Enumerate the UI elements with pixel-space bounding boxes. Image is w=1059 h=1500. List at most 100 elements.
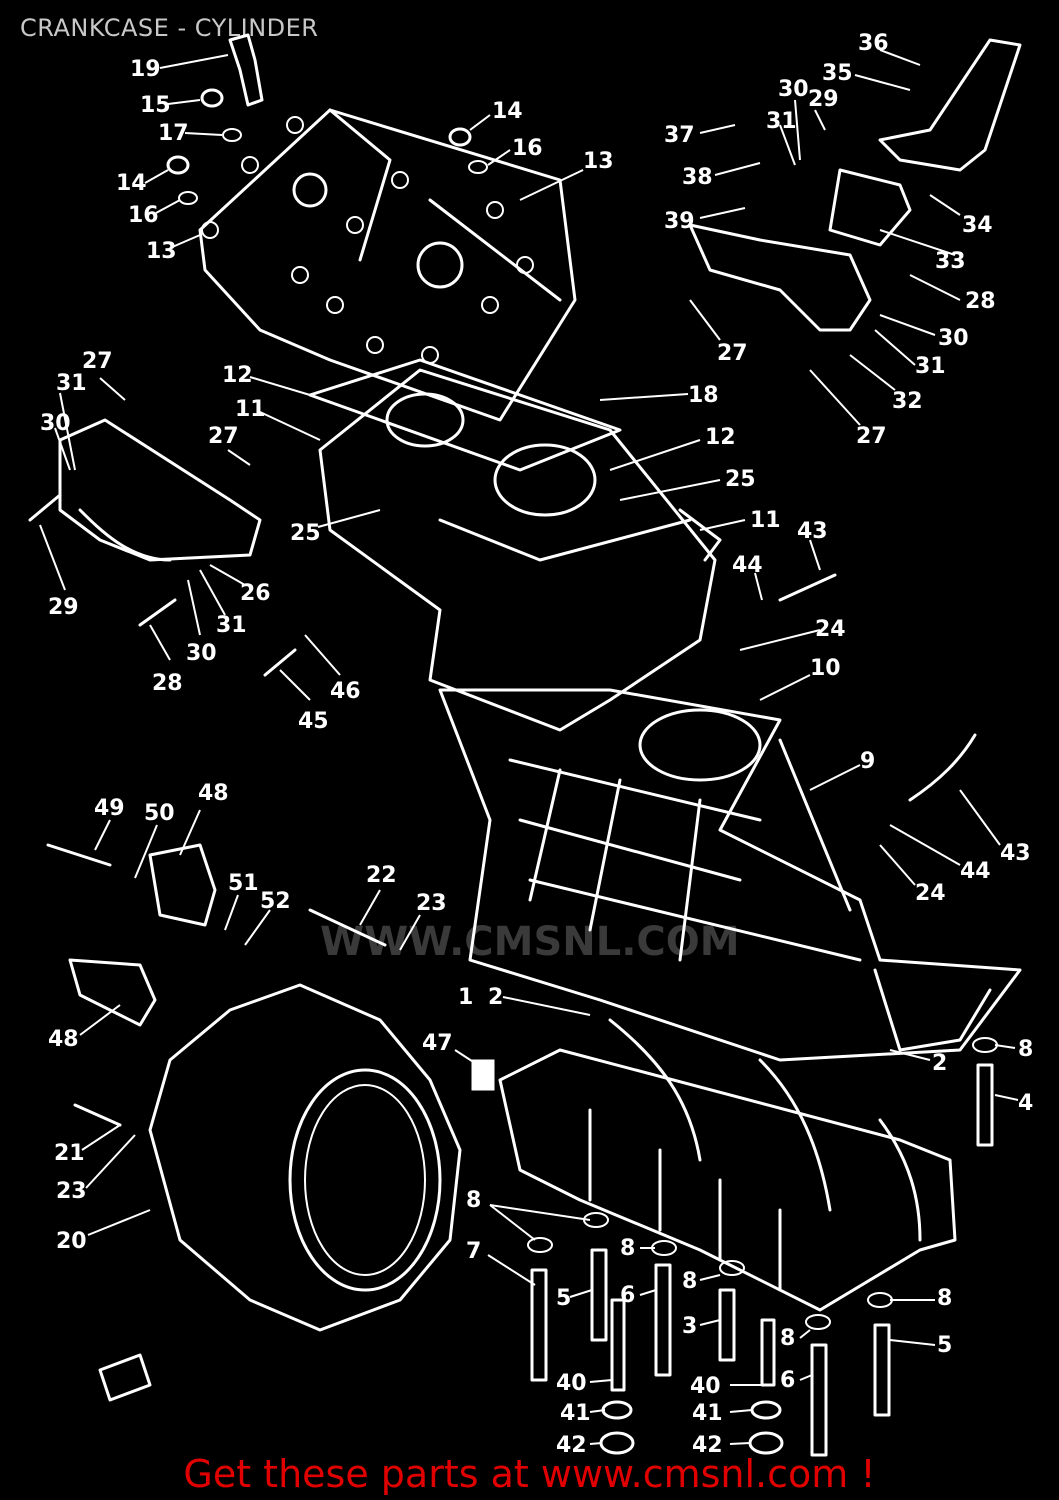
callout-8c: 8 [620,1236,635,1261]
callout-4: 4 [1018,1091,1033,1116]
callout-16: 16 [128,203,159,228]
callout-27b: 27 [208,424,239,449]
callout-14b: 14 [492,99,523,124]
callout-39: 39 [664,209,695,234]
callout-30: 30 [40,411,71,436]
callout-23: 23 [56,1179,87,1204]
callout-25b: 25 [290,521,321,546]
callout-41b: 41 [692,1401,723,1426]
callout-33: 33 [935,249,966,274]
callout-1: 1 [458,985,473,1010]
callout-6b: 6 [780,1368,795,1393]
callout-47: 47 [422,1031,453,1056]
crankcase-bolts [527,1037,998,1457]
hoses [778,573,977,802]
callout-23b: 23 [416,891,447,916]
callout-2: 2 [932,1051,947,1076]
callout-51: 51 [228,871,259,896]
callout-28: 28 [152,671,183,696]
callout-10: 10 [810,656,841,681]
flywheel-housing [148,983,462,1332]
callout-17: 17 [158,121,189,146]
callout-37: 37 [664,123,695,148]
callout-9: 9 [860,749,875,774]
callout-48: 48 [48,1027,79,1052]
callout-32: 32 [892,389,923,414]
callout-24: 24 [815,617,846,642]
callout-5: 5 [556,1286,571,1311]
intake-manifold-right [688,38,1022,332]
callout-27c: 27 [856,424,887,449]
callout-12: 12 [222,363,253,388]
callout-35: 35 [822,61,853,86]
callout-40: 40 [556,1371,587,1396]
callout-31d: 31 [766,109,797,134]
callout-11: 11 [235,397,266,422]
callout-11b: 11 [750,508,781,533]
callout-14: 14 [116,171,147,196]
callout-7: 7 [466,1239,481,1264]
page-title: CRANKCASE - CYLINDER [20,14,319,42]
callout-26: 26 [240,581,271,606]
cylinder-block [318,368,722,732]
callout-25: 25 [725,467,756,492]
callout-21: 21 [54,1141,85,1166]
callout-2b: 2 [488,985,503,1010]
callout-44b: 44 [960,859,991,884]
callout-13: 13 [146,239,177,264]
callout-30b: 30 [186,641,217,666]
callout-8d: 8 [682,1269,697,1294]
callout-42b: 42 [692,1433,723,1458]
callout-3: 3 [682,1314,697,1339]
callout-22: 22 [366,863,397,888]
callout-40b: 40 [690,1374,721,1399]
callout-45: 45 [298,709,329,734]
spark-plug [228,33,264,107]
head-nuts-washers [166,88,488,205]
callout-labels: 19 15 17 14 16 13 14 16 13 12 11 18 12 2… [40,31,1033,1458]
upper-crankcase [438,688,1022,1062]
callout-30c: 30 [938,326,969,351]
callout-28b: 28 [965,289,996,314]
callout-29b: 29 [808,87,839,112]
callout-8e: 8 [780,1326,795,1351]
lower-crankcase [498,1018,957,1312]
misc-bolts [28,493,495,1402]
callout-19: 19 [130,57,161,82]
callout-36: 36 [858,31,889,56]
callout-16b: 16 [512,136,543,161]
callout-34: 34 [962,213,993,238]
callout-31c: 31 [915,354,946,379]
callout-29: 29 [48,595,79,620]
callout-5b: 5 [937,1333,952,1358]
callout-41: 41 [560,1401,591,1426]
callout-31b: 31 [216,613,247,638]
callout-18: 18 [688,383,719,408]
callout-8b: 8 [466,1188,481,1213]
callout-27: 27 [82,349,113,374]
callout-43b: 43 [1000,841,1031,866]
callout-31: 31 [56,371,87,396]
callout-15: 15 [140,93,171,118]
callout-13b: 13 [583,149,614,174]
callout-30d: 30 [778,77,809,102]
callout-43: 43 [797,519,828,544]
callout-46: 46 [330,679,361,704]
callout-49: 49 [94,796,125,821]
head-gasket [308,358,622,472]
callout-38: 38 [682,165,713,190]
callout-8: 8 [1018,1037,1033,1062]
callout-24b: 24 [915,881,946,906]
callout-20: 20 [56,1229,87,1254]
callout-8f: 8 [937,1286,952,1311]
watermark: WWW.CMSNL.COM [320,919,740,965]
leader-lines [39,49,1019,1445]
footer-link-text[interactable]: Get these parts at www.cmsnl.com ! [183,1452,876,1496]
callout-48b: 48 [198,781,229,806]
callout-27d: 27 [717,341,748,366]
callout-50: 50 [144,801,175,826]
callout-42: 42 [556,1433,587,1458]
callout-44: 44 [732,553,763,578]
